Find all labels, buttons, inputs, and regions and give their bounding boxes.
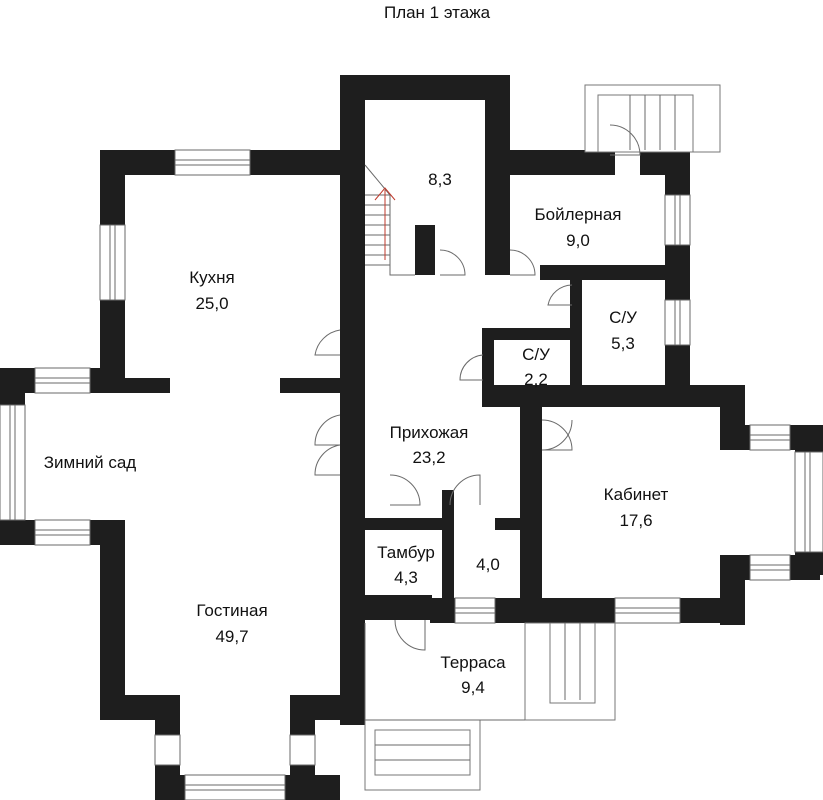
room-boiler-name: Бойлерная xyxy=(535,205,622,224)
room-kitchen-name: Кухня xyxy=(189,268,235,287)
room-hall-area: 23,2 xyxy=(412,448,445,467)
room-vestibule-name: Тамбур xyxy=(377,543,435,562)
room-wc2-name: С/У xyxy=(522,345,550,364)
room-stair-area: 8,3 xyxy=(428,170,452,189)
room-terrace-name: Терраса xyxy=(440,653,506,672)
room-study-area: 17,6 xyxy=(619,511,652,530)
room-labels: Кухня 25,0 8,3 Бойлерная 9,0 С/У 5,3 С/У… xyxy=(44,170,669,697)
plan-title: План 1 этажа xyxy=(384,3,491,22)
room-winter-garden-name: Зимний сад xyxy=(44,453,137,472)
room-vestibule-area: 4,3 xyxy=(394,568,418,587)
room-closet-area: 4,0 xyxy=(476,555,500,574)
room-living-name: Гостиная xyxy=(196,601,267,620)
doors xyxy=(314,124,641,651)
room-hall-name: Прихожая xyxy=(390,423,469,442)
stairs xyxy=(364,84,721,791)
windows xyxy=(0,149,823,800)
room-wc1-area: 5,3 xyxy=(611,334,635,353)
room-boiler-area: 9,0 xyxy=(566,231,590,250)
room-living-area: 49,7 xyxy=(215,627,248,646)
room-wc2-area: 2,2 xyxy=(524,370,548,389)
room-wc1-name: С/У xyxy=(609,308,637,327)
room-terrace-area: 9,4 xyxy=(461,678,485,697)
room-study-name: Кабинет xyxy=(604,485,669,504)
room-kitchen-area: 25,0 xyxy=(195,294,228,313)
